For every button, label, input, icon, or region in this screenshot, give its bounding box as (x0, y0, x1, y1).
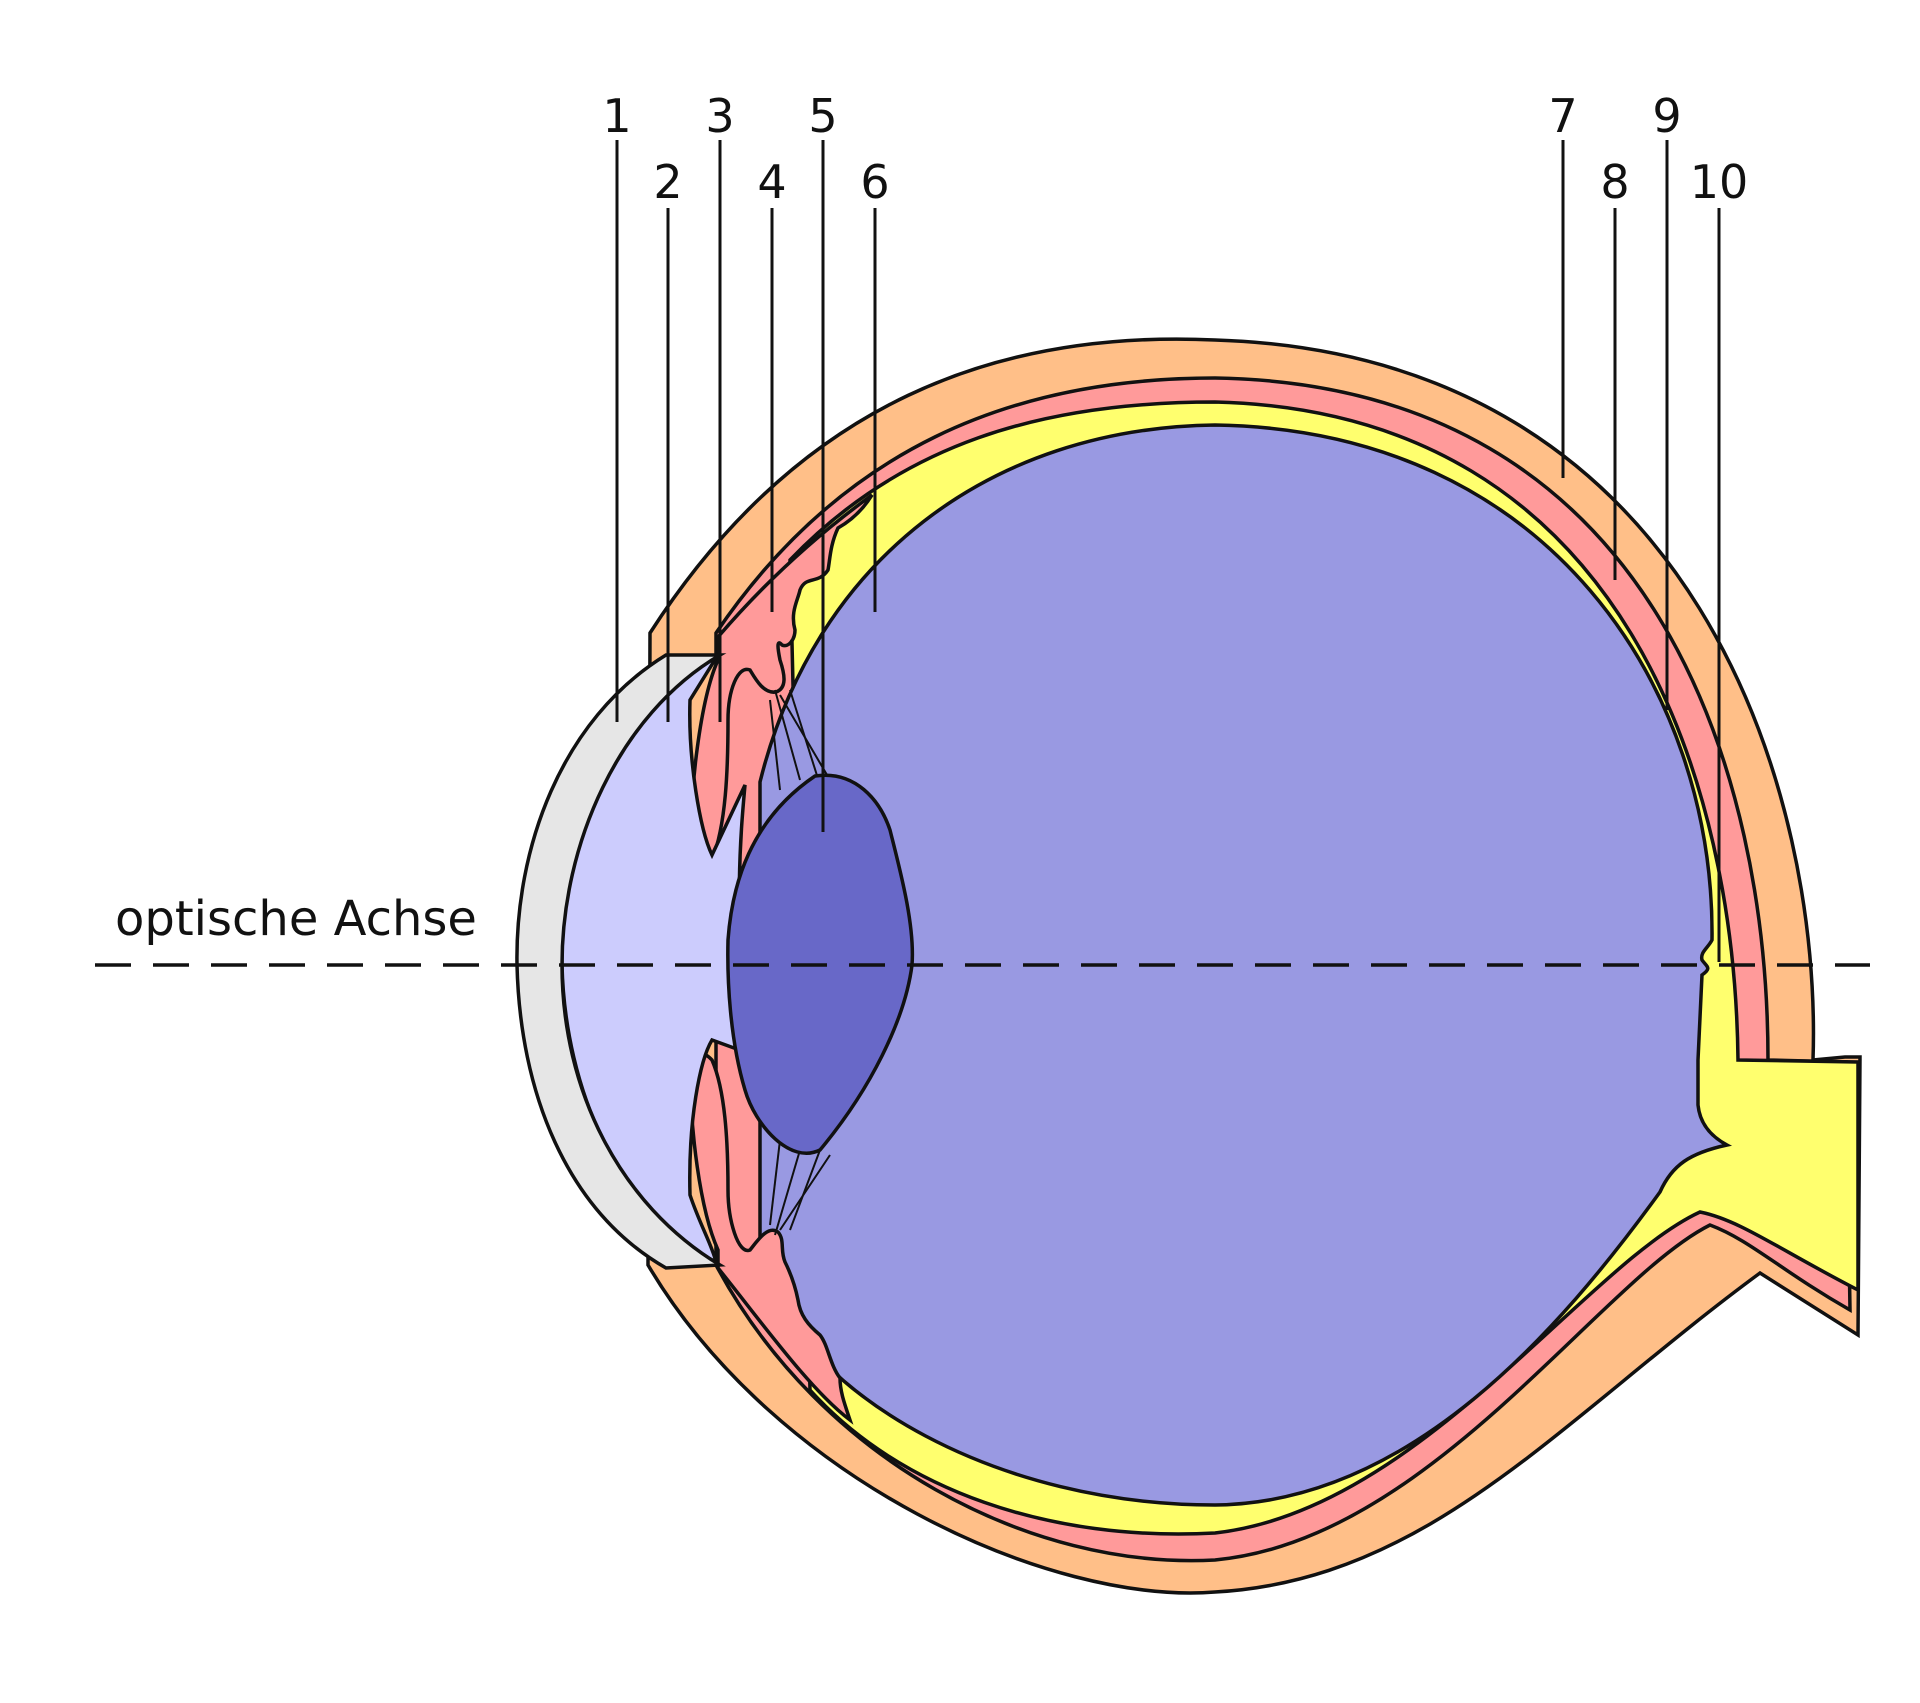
label-6: 6 (860, 155, 889, 209)
cornea (515, 653, 727, 1270)
label-9: 9 (1652, 89, 1681, 143)
zonule-fibers (769, 689, 831, 1236)
label-4: 4 (757, 155, 786, 209)
optical-axis-label: optische Achse (115, 891, 477, 947)
label-2: 2 (653, 155, 682, 209)
number-labels: 1 2 3 4 5 6 7 8 9 10 (602, 89, 1748, 209)
label-8: 8 (1600, 155, 1629, 209)
label-10: 10 (1690, 155, 1749, 209)
label-1: 1 (602, 89, 631, 143)
leader-lines (615, 140, 1721, 962)
label-5: 5 (808, 89, 837, 143)
vitreous-body (758, 423, 1733, 1507)
label-7: 7 (1548, 89, 1577, 143)
label-3: 3 (705, 89, 734, 143)
